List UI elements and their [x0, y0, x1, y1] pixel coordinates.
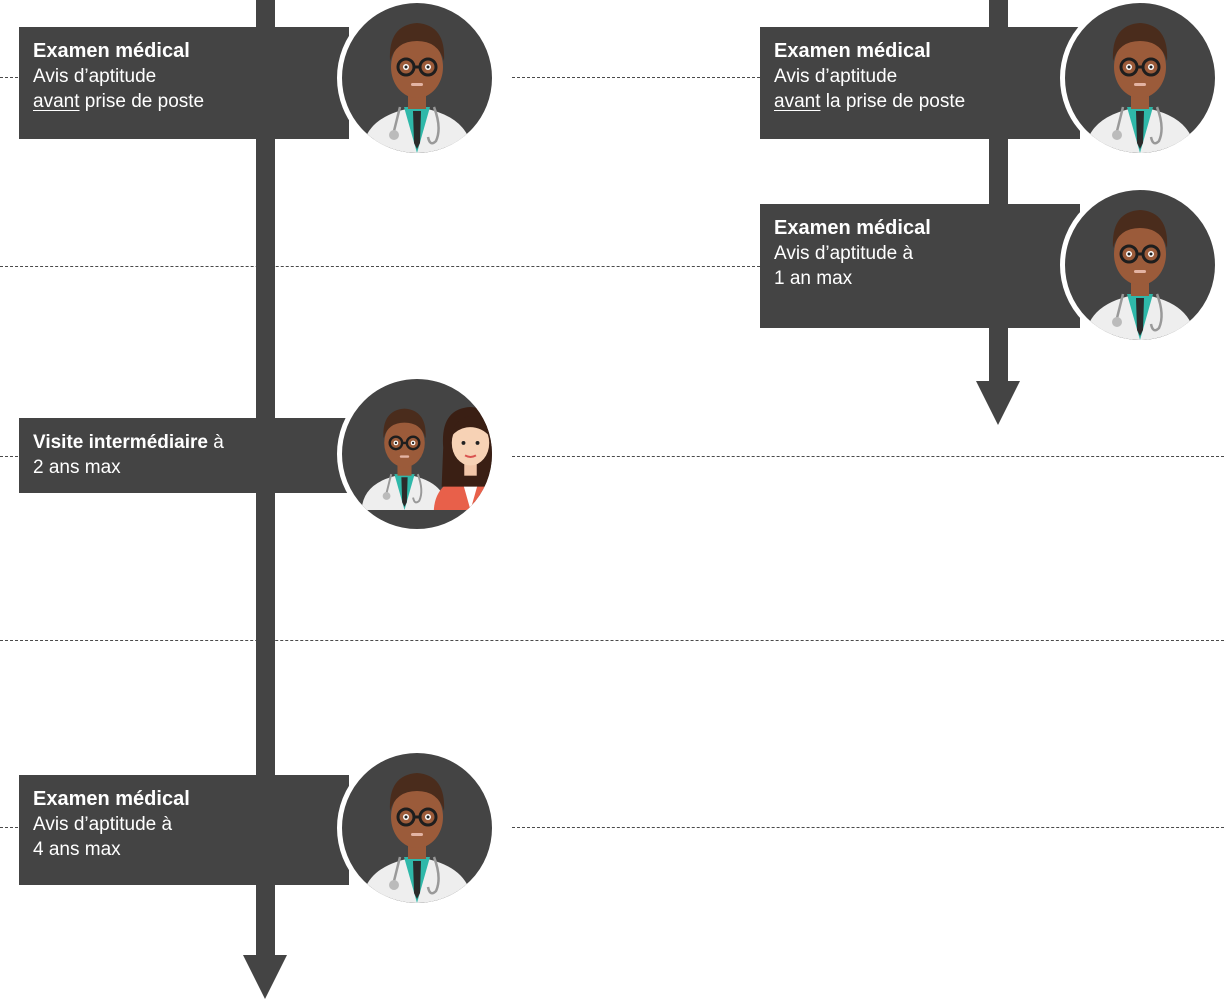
card-title-suffix: à [207, 432, 224, 453]
dashed-line-row-1 [0, 77, 18, 78]
doctor-and-nurse-avatar-icon [337, 374, 497, 534]
doctor-avatar-icon [1060, 185, 1220, 345]
card-title: Visite intermédiaire [33, 432, 208, 453]
underlined-word: avant [774, 91, 821, 112]
dashed-line-row-1 [512, 77, 760, 78]
doctor-avatar-icon [337, 748, 497, 908]
card-text-rest: prise de poste [79, 91, 205, 112]
card-text: Visite intermédiaire à [33, 430, 335, 455]
card-text: Avis d’aptitude [33, 66, 157, 87]
dashed-line-row-5 [0, 827, 18, 828]
card-text: 4 ans max [33, 839, 121, 860]
card-text: avant prise de poste [33, 89, 335, 114]
card-text: Avis d’aptitude à [774, 243, 914, 264]
timeline-card: Examen médical Avis d’aptitude avant la … [760, 27, 1080, 139]
dashed-line-row-2 [0, 266, 760, 267]
timeline-card: Examen médical Avis d’aptitude à 1 an ma… [760, 204, 1080, 328]
dashed-line-row-4 [0, 640, 1224, 641]
card-text: 1 an max [774, 268, 853, 289]
card-text: Avis d’aptitude à [33, 814, 173, 835]
card-text: 2 ans max [33, 457, 121, 478]
card-text-rest: la prise de poste [820, 91, 966, 112]
doctor-avatar-icon [337, 0, 497, 158]
card-title: Examen médical [774, 217, 931, 239]
card-text: Avis d’aptitude [774, 66, 898, 87]
card-text: avant la prise de poste [774, 89, 1066, 114]
right-timeline-arrowhead [976, 381, 1020, 425]
card-title: Examen médical [33, 40, 190, 62]
dashed-line-row-3 [0, 456, 18, 457]
timeline-card: Examen médical Avis d’aptitude à 4 ans m… [19, 775, 349, 885]
timeline-card: Visite intermédiaire à 2 ans max [19, 418, 349, 493]
doctor-avatar-icon [1060, 0, 1220, 158]
card-title: Examen médical [774, 40, 931, 62]
card-title: Examen médical [33, 788, 190, 810]
left-timeline-arrowhead [243, 955, 287, 999]
timeline-card: Examen médical Avis d’aptitude avant pri… [19, 27, 349, 139]
underlined-word: avant [33, 91, 80, 112]
dashed-line-row-5 [512, 827, 1224, 828]
dashed-line-row-3 [512, 456, 1224, 457]
